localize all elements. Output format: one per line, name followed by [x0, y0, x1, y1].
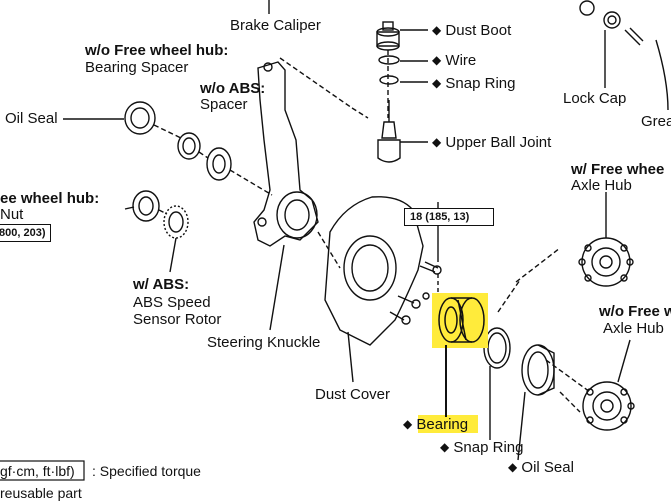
dust-cover-part — [324, 196, 424, 346]
bearing-spacer-part — [177, 132, 201, 160]
bearing-leader-highlight — [445, 345, 447, 417]
nut-label: Nut — [0, 206, 24, 223]
legend-torque-box-text: gf·cm, ft·lbf) — [0, 463, 75, 479]
axle-hub-top-label: Axle Hub — [571, 177, 632, 194]
bolts — [389, 261, 442, 325]
upper-ball-joint-part — [377, 100, 401, 163]
spacer-label: Spacer — [200, 96, 248, 113]
oil-seal-bottom-label: ◆ Oil Seal — [508, 459, 574, 476]
wire-part — [378, 55, 400, 65]
bearing-spacer-label: Bearing Spacer — [85, 59, 189, 76]
wire-label: ◆ Wire — [432, 52, 477, 69]
brake-caliper-label: Brake Caliper — [230, 17, 321, 34]
oil-seal-left-part — [124, 101, 156, 135]
grease-cap-label: Grea — [641, 113, 671, 130]
wo-free-wheel-hub-heading-right: w/o Free w — [599, 303, 671, 320]
legend-torque-text: : Specified torque — [92, 463, 201, 479]
nut-torque-spec: 800, 203) — [0, 224, 52, 242]
free-wheel-hub-heading-left: ee wheel hub: — [0, 190, 100, 207]
nut-part — [132, 190, 160, 222]
snap-ring-top-label: ◆ Snap Ring — [432, 75, 516, 92]
snap-ring-top-part — [379, 75, 399, 85]
sensor-rotor-label: Sensor Rotor — [133, 311, 222, 328]
oil-seal-left-label: Oil Seal — [5, 110, 58, 127]
w-abs-heading: w/ ABS: — [133, 276, 190, 293]
bearing-label-highlight — [418, 415, 478, 433]
abs-speed-label: ABS Speed — [133, 294, 211, 311]
oil-seal-bottom-part — [521, 344, 555, 396]
legend-reusable-text: reusable part — [0, 485, 82, 501]
steering-knuckle-label: Steering Knuckle — [207, 334, 321, 351]
bolt-torque-spec: 18 (185, 13) — [404, 208, 494, 226]
bearing-label: ◆ Bearing — [403, 416, 469, 433]
dust-boot-label: ◆ Dust Boot — [432, 22, 512, 39]
wo-abs-heading: w/o ABS: — [200, 80, 266, 97]
wo-free-wheel-hub-heading: w/o Free wheel hub: — [85, 42, 229, 59]
lock-cap-label: Lock Cap — [563, 90, 627, 107]
w-free-wheel-hub-heading: w/ Free whee — [571, 161, 665, 178]
axle-hub-bottom-label: Axle Hub — [603, 320, 664, 337]
snap-ring-bottom-label: ◆ Snap Ring — [440, 439, 524, 456]
snap-ring-bottom-part — [483, 327, 511, 369]
dust-cover-label: Dust Cover — [315, 386, 391, 403]
upper-ball-joint-label: ◆ Upper Ball Joint — [432, 134, 552, 151]
steering-knuckle-part — [253, 61, 319, 247]
axle-hub-bottom-part — [582, 381, 635, 431]
spacer-part — [206, 147, 232, 181]
